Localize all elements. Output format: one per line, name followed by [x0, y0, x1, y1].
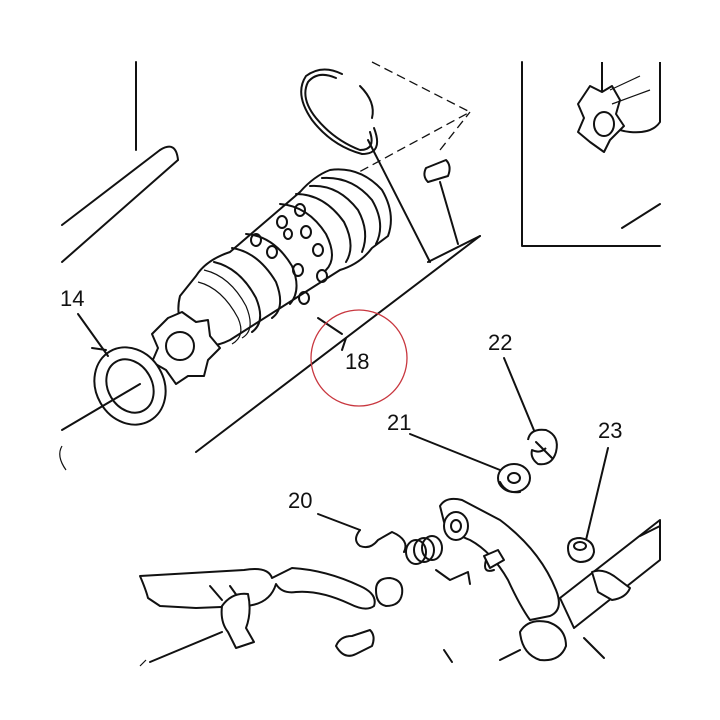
- callout-22: 22: [488, 330, 512, 355]
- callout-14: 14: [60, 286, 84, 311]
- callout-21: 21: [387, 410, 411, 435]
- inset-detail: [521, 61, 661, 247]
- dowel-pin: [423, 159, 459, 245]
- snap-ring: [300, 68, 431, 263]
- callout-18: 18: [345, 349, 369, 374]
- washer-21: [409, 433, 531, 494]
- circlip-22: [503, 357, 558, 466]
- callout-20: 20: [288, 488, 312, 513]
- spring-20: [317, 513, 471, 585]
- selector-shaft: [499, 519, 661, 662]
- shift-drum: [151, 168, 392, 385]
- highlight-circle: [310, 309, 408, 407]
- bolt: [335, 629, 453, 663]
- nut-23: [567, 447, 609, 563]
- assembly-baseline: [195, 235, 481, 453]
- callout-23: 23: [598, 418, 622, 443]
- shift-fork: [139, 567, 376, 667]
- selector-bracket: [375, 497, 560, 621]
- washer-14: [59, 313, 167, 471]
- dashed-leaders: [347, 61, 471, 179]
- vertical-rod: [61, 61, 179, 263]
